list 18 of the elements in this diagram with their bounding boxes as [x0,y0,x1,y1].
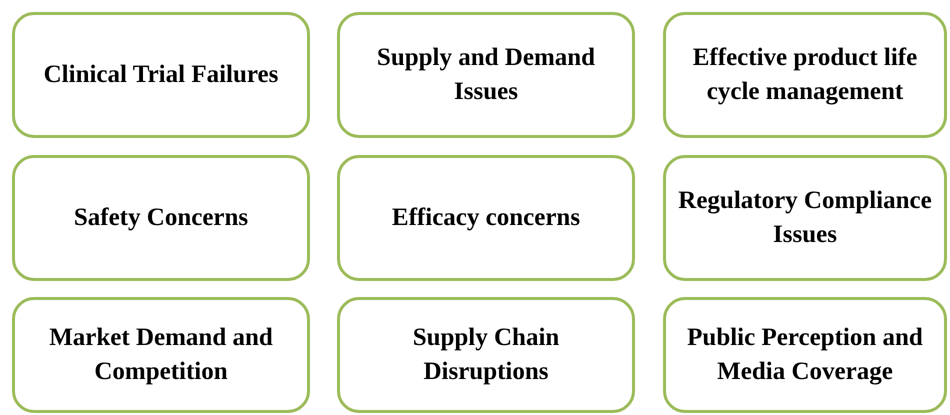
box-label: Market Demand and Competition [48,323,274,387]
box-label: Efficacy concerns [392,203,580,233]
rounded-box [12,155,310,281]
box-label: Safety Concerns [74,203,248,233]
rounded-box [337,155,635,281]
rounded-box [12,12,310,138]
box-label: Supply Chain Disruptions [412,323,560,387]
rounded-box [12,297,310,413]
box-label: Regulatory Compliance Issues [677,186,933,250]
box-label: Supply and Demand Issues [376,43,596,107]
rounded-box [337,12,635,138]
rounded-box [663,12,947,138]
box-label: Public Perception and Media Coverage [686,323,924,387]
rounded-box [337,297,635,413]
rounded-box [663,155,947,281]
box-label: Clinical Trial Failures [44,60,278,90]
box-label: Effective product life cycle management [692,43,918,107]
rounded-box [663,297,947,413]
